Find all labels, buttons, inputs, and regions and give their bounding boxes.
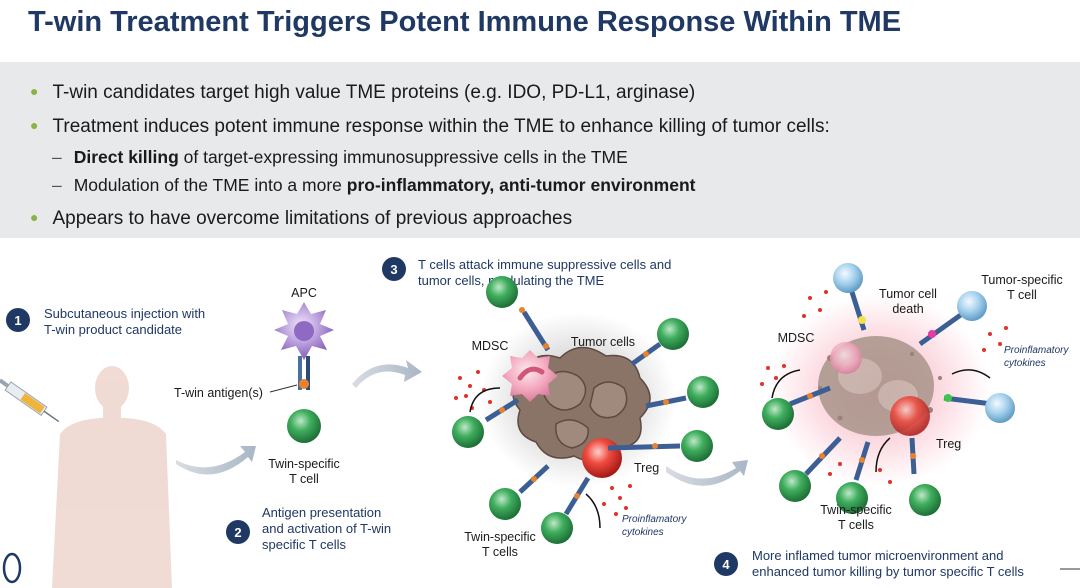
svg-text:1: 1	[14, 313, 21, 328]
mdsc-dying-icon	[830, 342, 862, 374]
svg-text:2: 2	[234, 525, 241, 540]
bullet-dot-icon: ●	[30, 83, 39, 99]
tumor-specific-label-line1: Tumor-specific	[981, 273, 1063, 287]
treg-cell-icon	[582, 438, 622, 478]
treg-label: Treg	[634, 461, 659, 475]
twin-t-cell-label-line2: T cell	[289, 472, 319, 486]
company-logo-icon	[2, 552, 22, 584]
flow-arrow-2-icon	[352, 360, 422, 388]
page-title: T-win Treatment Triggers Potent Immune R…	[28, 6, 902, 38]
tumor-cells-label: Tumor cells	[571, 335, 635, 349]
sub-bullet-2: –Modulation of the TME into a more pro-i…	[52, 175, 696, 195]
twin-t-cells-panel-4	[762, 385, 941, 516]
cytokine-dots	[454, 370, 632, 516]
mechanism-diagram: 1 Subcutaneous injection with T-win prod…	[0, 257, 1080, 588]
step-3-badge	[382, 257, 406, 281]
treg-label-2: Treg	[936, 437, 961, 451]
tcr-antigen-complex-icon	[298, 356, 310, 390]
mdsc-label: MDSC	[472, 339, 509, 353]
mdsc-cell-icon	[502, 350, 558, 402]
cytokine-dots-panel-4	[760, 290, 1008, 484]
step-1-badge	[6, 308, 30, 332]
svg-text:4: 4	[722, 557, 730, 572]
attacking-t-cells	[452, 276, 719, 544]
bullet-dot-icon: ●	[30, 117, 39, 133]
step-1-text-line1: Subcutaneous injection with	[44, 306, 205, 321]
bullet-3: ●Appears to have overcome limitations of…	[30, 208, 573, 229]
step-1-text-line2: T-win product candidate	[44, 322, 182, 337]
step-4: 4 More inflamed tumor microenvironment a…	[714, 548, 1024, 579]
step-2-badge	[226, 520, 250, 544]
antigen-label: T-win antigen(s)	[174, 386, 263, 400]
step-3-text-line1: T cells attack immune suppressive cells …	[418, 257, 671, 272]
tumor-death-label-line2: death	[892, 302, 923, 316]
step-2-text-line3: specific T cells	[262, 537, 347, 552]
step-4-badge	[714, 552, 738, 576]
twin-t-cells-label-2-line2: T cells	[838, 518, 874, 532]
step-2-text-line1: Antigen presentation	[262, 505, 381, 520]
treg-dying-icon	[890, 396, 930, 436]
twin-t-cell-icon	[287, 409, 321, 443]
bullet-1: ●T-win candidates target high value TME …	[30, 82, 696, 103]
tumor-death-label-line1: Tumor cell	[879, 287, 937, 301]
step-2: 2 Antigen presentation and activation of…	[226, 505, 391, 552]
step-2-text-line2: and activation of T-win	[262, 521, 391, 536]
step-4-text-line2: enhanced tumor killing by tumor specific…	[752, 564, 1024, 579]
flow-arrow-1-icon	[176, 446, 256, 475]
bullet-2: ●Treatment induces potent immune respons…	[30, 116, 830, 137]
mdsc-label-2: MDSC	[778, 331, 815, 345]
bullet-panel: ●T-win candidates target high value TME …	[0, 62, 1080, 238]
step-4-text-line1: More inflamed tumor microenvironment and	[752, 548, 1003, 563]
flow-arrow-3-icon	[666, 460, 748, 486]
human-silhouette-icon	[52, 366, 172, 588]
apc-cell-icon	[274, 302, 334, 360]
bullet-dot-icon: ●	[30, 209, 39, 225]
proinflammatory-label-2-line2: cytokines	[1004, 358, 1046, 369]
tumor-specific-t-cells	[833, 263, 1015, 423]
proinflammatory-label-2-line1: Proinflamatory	[1004, 345, 1069, 356]
twin-t-cell-label-line1: Twin-specific	[268, 457, 340, 471]
svg-text:3: 3	[390, 262, 397, 277]
twin-t-cells-label-2-line1: Twin-specific	[820, 503, 892, 517]
syringe-icon	[0, 378, 60, 423]
tumor-specific-label-line2: T cell	[1007, 288, 1037, 302]
step-1: 1 Subcutaneous injection with T-win prod…	[6, 306, 205, 337]
proinflammatory-label-line1: Proinflamatory	[622, 514, 687, 525]
step-3: 3 T cells attack immune suppressive cell…	[382, 257, 671, 288]
proinflammatory-label-line2: cytokines	[622, 527, 664, 538]
apc-label: APC	[291, 286, 317, 300]
twin-t-cells-label-line1: Twin-specific	[464, 530, 536, 544]
twin-t-cells-label-line2: T cells	[482, 545, 518, 559]
sub-bullet-1: –Direct killing of target-expressing imm…	[52, 147, 628, 167]
